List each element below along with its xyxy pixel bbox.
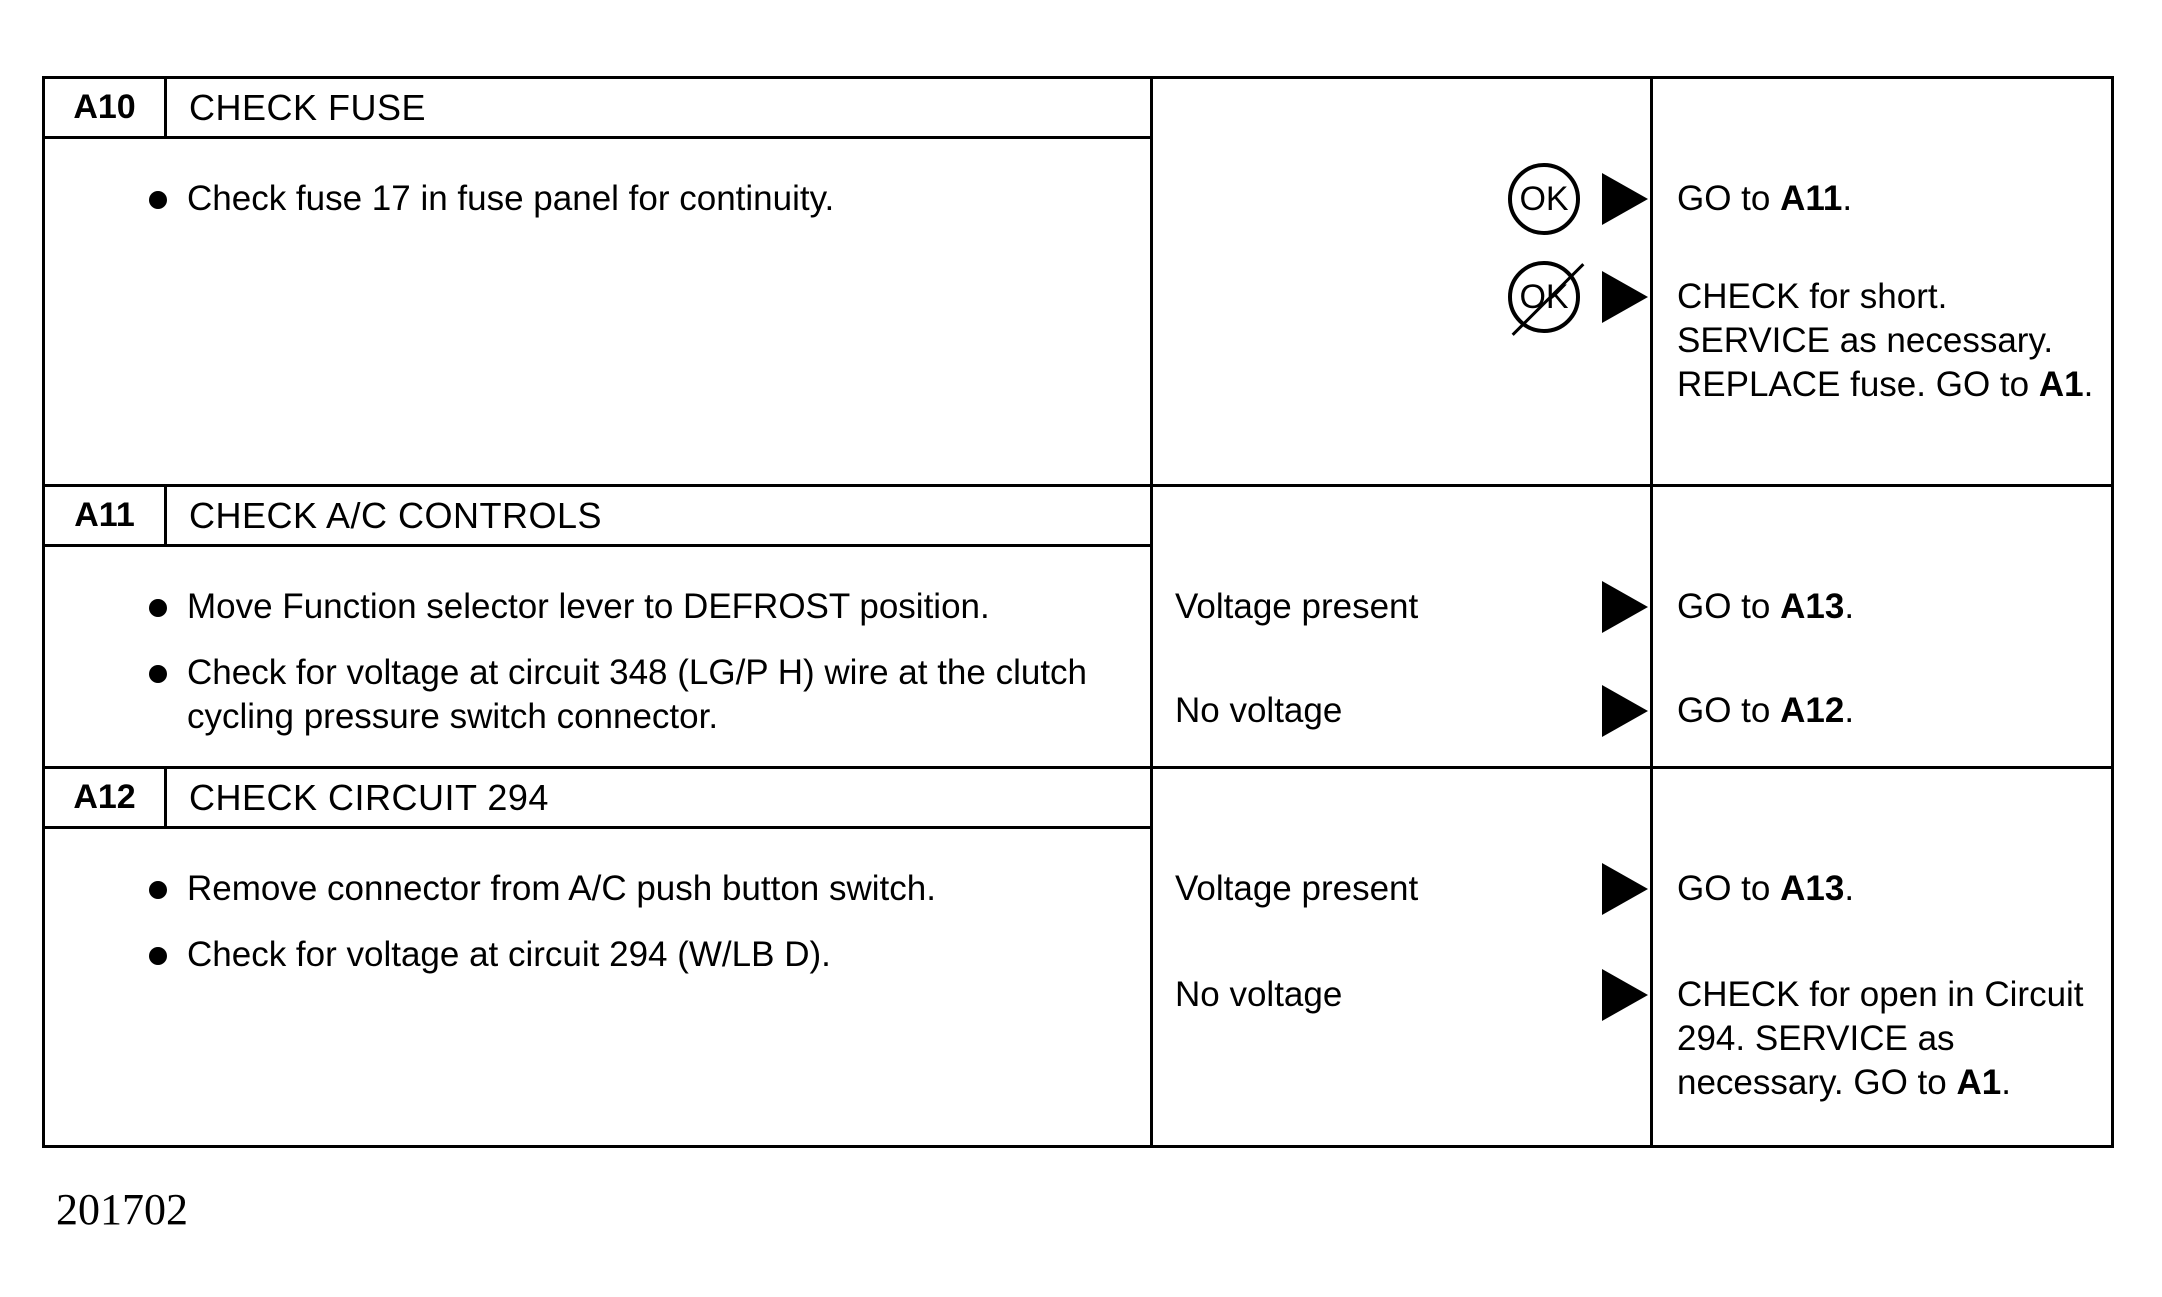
result-label: Voltage present [1175,869,1419,908]
result-row: No voltage [1153,965,1650,1025]
test-id: A10 [45,79,167,136]
result-label: No voltage [1175,691,1343,730]
test-id: A11 [45,487,167,544]
step-item: Remove connector from A/C push button sw… [149,867,1130,911]
action-text: CHECK for open in Circuit 294. SERVICE a… [1677,975,2084,1102]
arrow-right-icon [1602,173,1648,225]
action-ref: A1 [1956,1063,2002,1102]
action-text: GO to A13. [1677,869,1855,908]
arrow-right-icon [1602,969,1648,1021]
test-a12-steps: Remove connector from A/C push button sw… [45,829,1150,977]
test-title: CHECK A/C CONTROLS [189,494,603,536]
action-ref: A11 [1780,179,1843,218]
figure-id: 201702 [56,1185,188,1234]
result-row: Voltage present [1153,859,1650,919]
action-text: GO to A13. [1677,587,1855,626]
test-a10-step-cell: A10 CHECK FUSE Check fuse 17 in fuse pan… [45,79,1153,487]
test-a10-header: A10 CHECK FUSE [45,79,1150,139]
test-a11-action-cell: GO to A13. GO to A12. [1653,487,2111,769]
step-item: Check for voltage at circuit 348 (LG/P H… [149,651,1130,739]
step-item: Check fuse 17 in fuse panel for continui… [149,177,1130,221]
arrow-right-icon [1602,863,1648,915]
action-text: GO to A11. [1677,179,1853,218]
action-text: CHECK for short. SERVICE as necessary. R… [1677,277,2094,404]
test-title: CHECK CIRCUIT 294 [189,776,549,818]
ok-icon: OK [1508,163,1580,235]
action-ref: A1 [2038,365,2084,404]
test-a10-result-cell: OK OK [1153,79,1653,487]
test-a12-step-cell: A12 CHECK CIRCUIT 294 Remove connector f… [45,769,1153,1145]
test-id: A12 [45,769,167,826]
arrow-right-icon [1602,685,1648,737]
result-row: No voltage [1153,681,1650,741]
not-ok-icon: OK [1508,261,1585,336]
result-ok-row: OK [1153,163,1650,235]
action-ref: A12 [1780,691,1845,730]
result-not-ok-row: OK [1153,261,1650,336]
test-a10-steps: Check fuse 17 in fuse panel for continui… [45,139,1150,221]
action-ref: A13 [1780,587,1845,626]
step-item: Check for voltage at circuit 294 (W/LB D… [149,933,1130,977]
test-a11-header: A11 CHECK A/C CONTROLS [45,487,1150,547]
arrow-right-icon [1602,271,1648,323]
test-a10-action-cell: GO to A11. CHECK for short. SERVICE as n… [1653,79,2111,487]
arrow-right-icon [1602,581,1648,633]
result-label: No voltage [1175,975,1343,1014]
test-a11-steps: Move Function selector lever to DEFROST … [45,547,1150,739]
diagnostic-test-table: A10 CHECK FUSE Check fuse 17 in fuse pan… [42,76,2114,1148]
step-item: Move Function selector lever to DEFROST … [149,585,1130,629]
test-a12-header: A12 CHECK CIRCUIT 294 [45,769,1150,829]
test-a11-step-cell: A11 CHECK A/C CONTROLS Move Function sel… [45,487,1153,769]
test-a11-result-cell: Voltage present No voltage [1153,487,1653,769]
result-row: Voltage present [1153,577,1650,637]
action-text: GO to A12. [1677,691,1855,730]
test-title: CHECK FUSE [189,86,427,128]
action-ref: A13 [1780,869,1845,908]
test-a12-result-cell: Voltage present No voltage [1153,769,1653,1145]
test-a12-action-cell: GO to A13. CHECK for open in Circuit 294… [1653,769,2111,1145]
result-label: Voltage present [1175,587,1419,626]
